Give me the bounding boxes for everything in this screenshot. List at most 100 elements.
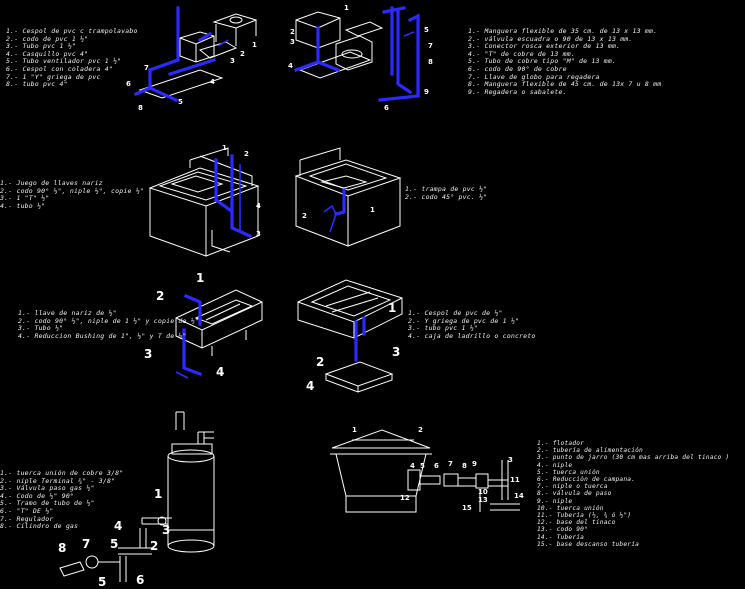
legend-item: 1.- trampa de pvc ½" — [405, 185, 488, 193]
legend-item: 11.- Tubería (½, ¾ ó ½") — [537, 512, 632, 520]
legend-item: 8.- Manguera flexible de 45 cm. de 13x 7… — [468, 80, 662, 89]
legend-tank: 1.- flotador 2.- tubería de alimentación… — [537, 440, 729, 548]
legend-item: 5.- Tubo ventilador pvc 1 ½" — [6, 57, 122, 66]
legend-item: 4.- "T" de cobre de 13 mm. — [468, 49, 575, 58]
legend-item: 8.- tubo pvc 4" — [6, 80, 68, 89]
callout-wash-drain-1: 1 — [388, 301, 396, 315]
legend-item: 6.- Reducción de campana. — [537, 476, 636, 484]
callout-toilet-right-4: 4 — [288, 62, 293, 70]
callout-toilet-left-4: 4 — [210, 78, 215, 86]
callout-tank-12: 12 — [400, 494, 410, 502]
legend-item: 14.- Tubería — [537, 533, 585, 541]
legend-item: 9.- niple — [537, 497, 573, 505]
legend-washbasin-supply: 1.- llave de nariz de ½" 2.- codo 90° ½"… — [18, 309, 199, 340]
callout-heater-5b: 5 — [98, 575, 106, 589]
legend-sink-supply: 1.- Juego de llaves nariz 2.- codo 90° ½… — [0, 179, 144, 210]
callout-toilet-right-6: 6 — [384, 104, 389, 112]
legend-item: 7.- Llave de globo para regadera — [468, 72, 600, 81]
legend-item: 3.- Conector rosca exterior de 13 mm. — [468, 42, 621, 51]
callout-sink-supply-4: 4 — [256, 202, 261, 210]
callout-heater-5: 5 — [110, 537, 118, 551]
legend-item: 1.- Cespol de pvc c trampolavabo — [6, 27, 138, 35]
legend-item: 1.- Manguera flexible de 35 cm. de 13 x … — [468, 27, 658, 35]
legend-item: 1.- Juego de llaves nariz — [0, 179, 103, 187]
callout-tank-9: 9 — [472, 460, 477, 468]
callout-wash-drain-4: 4 — [306, 379, 314, 393]
callout-sink-supply-3: 3 — [256, 230, 261, 238]
callouts-washbasin-drain: 1 2 3 4 — [306, 301, 400, 393]
callout-tank-11: 11 — [510, 476, 520, 484]
legend-item: 4.- Codo de ½" 90° — [0, 491, 75, 500]
legend-item: 2.- tubería de alimentación — [537, 447, 643, 455]
legend-item: 2.- válvula escuadra o 90 de 13 x 13 mm. — [468, 34, 633, 43]
callouts-heater: 1 2 3 4 5 6 7 8 5 — [58, 487, 170, 589]
legend-item: 4.- caja de ladrillo o concreto — [408, 331, 536, 340]
callout-tank-15: 15 — [462, 504, 472, 512]
callout-heater-6: 6 — [136, 573, 144, 587]
callout-tank-1: 1 — [352, 426, 357, 434]
legend-item: 4.- niple — [537, 461, 573, 469]
callout-toilet-right-2: 2 — [290, 28, 295, 36]
legend-item: 10.- tuerca unión — [537, 504, 604, 512]
callout-tank-4: 4 — [410, 462, 415, 470]
callout-tank-5: 5 — [420, 462, 425, 470]
legend-item: 7.- Regulador — [0, 514, 54, 523]
callout-wash-drain-2: 2 — [316, 355, 324, 369]
callout-toilet-right-8: 8 — [428, 58, 433, 66]
callout-toilet-right-1: 1 — [344, 4, 349, 12]
callout-heater-8: 8 — [58, 541, 66, 555]
legend-item: 2.- codo 45° pvc. ½" — [405, 192, 488, 201]
callout-sink-supply-2: 2 — [244, 150, 249, 158]
legend-item: 1.- tuerca unión de cobre 3/8" — [0, 469, 124, 477]
washbasin-drain-isometric — [297, 279, 403, 393]
legend-item: 7.- 1 "Y" griega de pvc — [6, 72, 101, 81]
callout-tank-7: 7 — [448, 460, 453, 468]
toilet-shower-isometric-right — [293, 6, 420, 102]
callout-wash-drain-3: 3 — [392, 345, 400, 359]
legend-item: 2.- codo de pvc 1 ½" — [6, 34, 89, 43]
callout-toilet-left-2: 2 — [240, 50, 245, 58]
callouts-tank: 1 2 3 4 5 6 7 8 9 10 11 12 13 14 15 — [352, 426, 524, 512]
legend-item: 1.- Cespol de pvc de ½" — [408, 309, 503, 317]
callout-sink-drain-1: 1 — [370, 206, 375, 214]
gas-water-heater — [59, 411, 215, 582]
callout-toilet-left-1: 1 — [252, 41, 257, 49]
legend-sink-drain: 1.- trampa de pvc ½" 2.- codo 45° pvc. ½… — [405, 185, 488, 201]
legend-item: 2.- codo 90° ½", niple de 1 ½" y copie d… — [18, 316, 199, 325]
callout-tank-3: 3 — [508, 456, 513, 464]
callout-tank-13: 13 — [478, 496, 488, 504]
legend-item: 12.- base del tinaco — [537, 519, 616, 527]
callout-heater-3: 3 — [162, 523, 170, 537]
callout-heater-4: 4 — [114, 519, 122, 533]
callout-tank-6: 6 — [434, 462, 439, 470]
callouts-toilet-right: 1 2 3 4 5 6 7 8 9 — [288, 4, 433, 112]
legend-item: 2.- codo 90° ½", niple ½", copie ½" — [0, 186, 144, 195]
legend-heater: 1.- tuerca unión de cobre 3/8" 2.- niple… — [0, 469, 124, 531]
legend-item: 5.- Tubo de cobre tipo "M" de 13 mm. — [468, 57, 617, 66]
callout-wash-supply-2: 2 — [156, 289, 164, 303]
callout-toilet-right-3: 3 — [290, 38, 295, 46]
callouts-sink-drain: 1 2 — [302, 206, 375, 220]
legend-item: 6.- codo de 90° de cobre — [468, 64, 567, 73]
callout-wash-supply-4: 4 — [216, 365, 224, 379]
legend-item: 3.- 1 "T" ½" — [0, 194, 50, 203]
callout-tank-14: 14 — [514, 492, 524, 500]
legend-item: 5.- tuerca unión — [537, 468, 600, 476]
callout-toilet-left-3: 3 — [230, 57, 235, 65]
legend-item: 1.- llave de nariz de ½" — [18, 309, 117, 317]
water-tank-elevation — [330, 429, 520, 513]
legend-item: 7.- niple o tuerca — [537, 483, 608, 491]
callout-tank-10: 10 — [478, 488, 488, 496]
legend-item: 4.- Reduccion Bushing de 1", ½" y T de ½… — [18, 331, 187, 340]
callout-toilet-left-8: 8 — [138, 104, 143, 112]
legend-item: 3.- Tubo ½" — [18, 324, 64, 333]
callouts-washbasin-supply: 1 2 3 4 — [144, 271, 224, 379]
callouts-toilet-left: 1 2 3 4 5 6 7 8 — [126, 41, 257, 112]
legend-item: 2.- niple Terminal ¾" - 3/8" — [0, 476, 116, 485]
callout-tank-8: 8 — [462, 462, 467, 470]
legend-item: 6.- Cespol con coladera 4" — [6, 64, 113, 73]
legend-item: 13.- codo 90° — [537, 526, 589, 534]
washbasin-supply-isometric — [175, 289, 263, 379]
toilet-isometric-left — [133, 6, 258, 103]
